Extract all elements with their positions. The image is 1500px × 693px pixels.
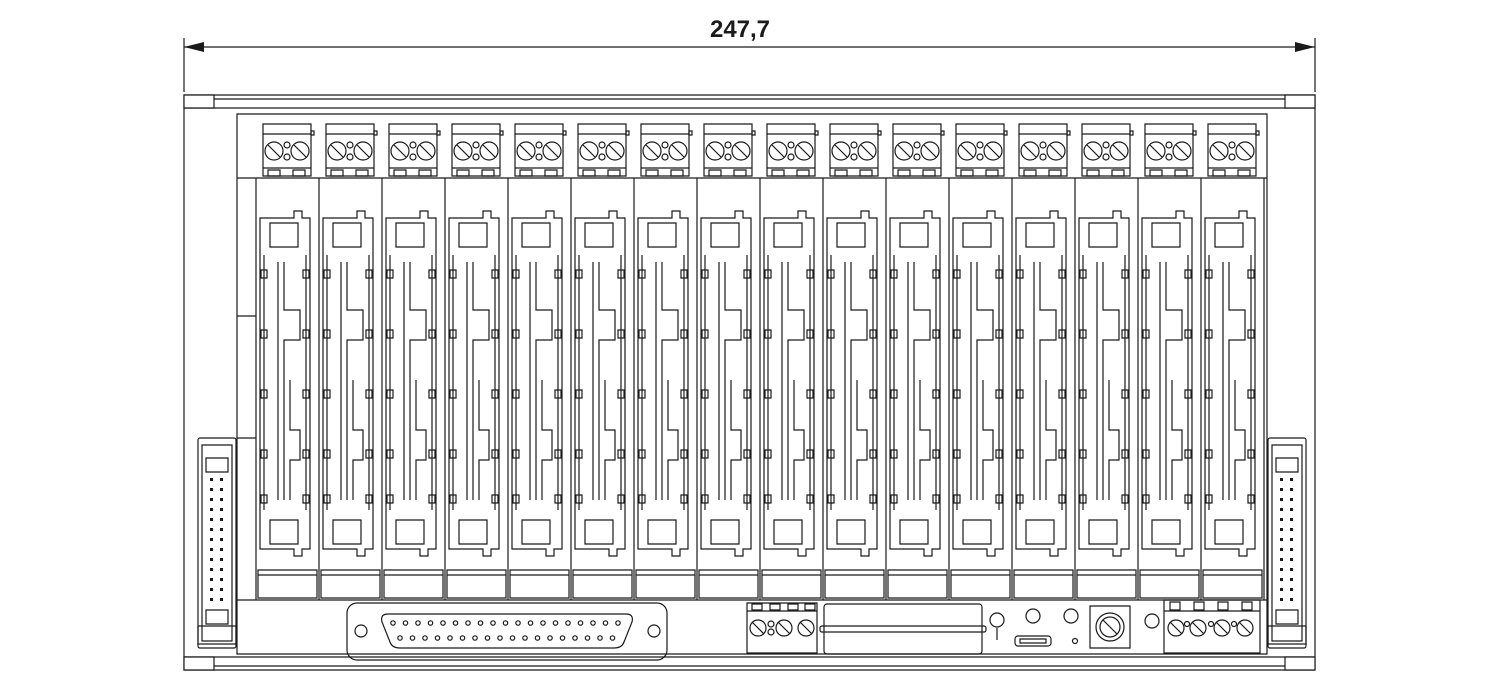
screw-terminal	[641, 124, 692, 176]
screw-terminal	[452, 124, 503, 176]
rotary-switch	[1090, 606, 1130, 648]
screw-terminal	[830, 124, 881, 176]
relay-body	[701, 211, 751, 556]
relay-body	[1079, 211, 1129, 556]
relay-body	[512, 211, 562, 556]
relay-body	[890, 211, 940, 556]
left-ribbon-connector	[198, 438, 236, 648]
screw-terminal	[326, 124, 377, 176]
relay-body	[575, 211, 625, 556]
screw-terminal	[893, 124, 944, 176]
housing-frame	[184, 95, 1315, 670]
screw-terminal	[956, 124, 1007, 176]
relay-body	[260, 211, 310, 556]
relay-module-2	[321, 124, 382, 600]
screw-terminal	[389, 124, 440, 176]
screw-terminal	[1208, 124, 1259, 176]
relay-module-11	[888, 124, 949, 600]
relay-body	[1016, 211, 1066, 556]
relay-module-10	[825, 124, 886, 600]
output-terminal-block	[1145, 600, 1260, 653]
relay-module-16	[1203, 124, 1264, 600]
status-area	[990, 609, 1078, 646]
screw-terminal	[578, 124, 629, 176]
relay-module-12	[951, 124, 1012, 600]
relay-module-13	[1014, 124, 1075, 600]
dimension-line	[184, 38, 1315, 92]
relay-body	[764, 211, 814, 556]
relay-module-7	[636, 124, 697, 600]
screw-terminal	[263, 124, 314, 176]
relay-modules	[258, 124, 1264, 600]
right-ribbon-connector	[1268, 438, 1306, 648]
relay-body	[827, 211, 877, 556]
screw-terminal	[767, 124, 818, 176]
relay-module-5	[510, 124, 571, 600]
screw-terminal	[515, 124, 566, 176]
relay-body	[638, 211, 688, 556]
relay-module-6	[573, 124, 634, 600]
relay-body	[449, 211, 499, 556]
screw-terminal	[1145, 124, 1196, 176]
relay-module-8	[699, 124, 760, 600]
relay-module-3	[384, 124, 445, 600]
relay-body	[323, 211, 373, 556]
relay-body	[1205, 211, 1255, 556]
relay-body	[1142, 211, 1192, 556]
relay-module-1	[258, 124, 319, 600]
relay-module-15	[1140, 124, 1201, 600]
relay-body	[953, 211, 1003, 556]
relay-module-4	[447, 124, 508, 600]
dsub-connector	[347, 603, 667, 660]
screw-terminal	[1082, 124, 1133, 176]
relay-module-14	[1077, 124, 1138, 600]
label-field	[820, 604, 986, 654]
overall-width-dimension-label: 247,7	[709, 16, 771, 43]
supply-terminal-block	[747, 603, 817, 653]
screw-terminal	[1019, 124, 1070, 176]
screw-terminal	[704, 124, 755, 176]
relay-module-9	[762, 124, 823, 600]
relay-body	[386, 211, 436, 556]
inner-board	[237, 114, 1267, 654]
